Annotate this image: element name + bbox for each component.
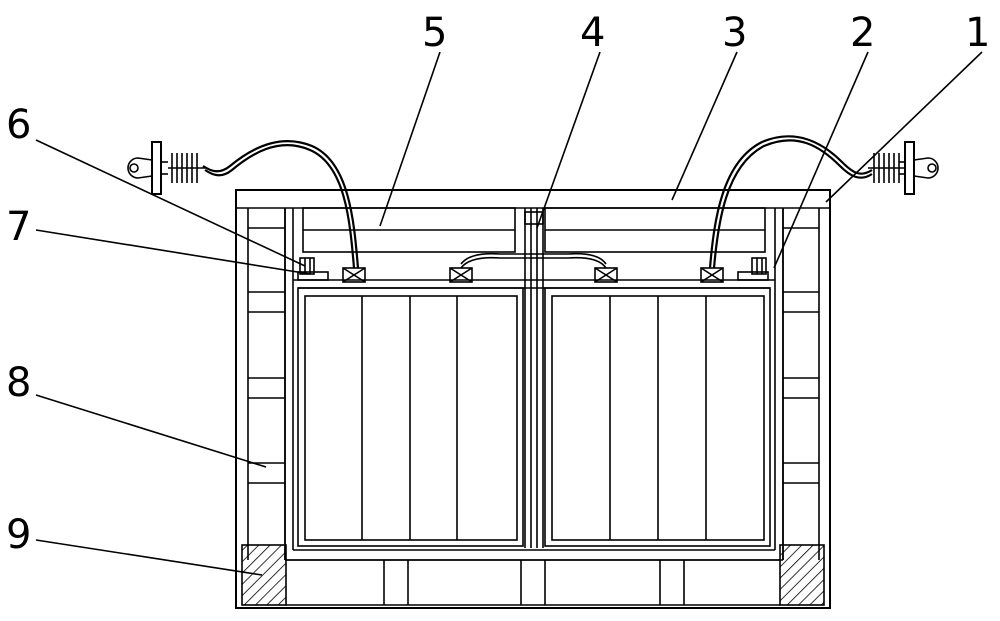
label-7: 7 bbox=[6, 204, 31, 250]
label-4: 4 bbox=[580, 10, 605, 56]
left-clamp bbox=[297, 257, 329, 281]
label-6: 6 bbox=[6, 102, 31, 148]
label-9: 9 bbox=[6, 512, 31, 558]
left-spring bbox=[168, 153, 205, 183]
top-compartments bbox=[302, 207, 766, 253]
label-8: 8 bbox=[6, 360, 31, 406]
inner-frame bbox=[284, 208, 784, 561]
label-3: 3 bbox=[722, 10, 747, 56]
left-cable bbox=[127, 140, 360, 269]
label-5: 5 bbox=[422, 10, 447, 56]
left-wall-cells bbox=[247, 208, 286, 560]
center-post bbox=[524, 208, 544, 548]
leader-lines bbox=[35, 51, 983, 576]
right-cable bbox=[708, 135, 939, 269]
right-spring bbox=[868, 153, 904, 183]
right-battery bbox=[544, 287, 771, 547]
part-labels: 1 2 3 4 5 6 7 8 9 bbox=[6, 10, 990, 558]
bottom-feet bbox=[241, 544, 825, 606]
label-2: 2 bbox=[850, 10, 875, 56]
right-wall-cells bbox=[782, 208, 820, 560]
label-1: 1 bbox=[965, 10, 990, 56]
left-battery bbox=[297, 287, 524, 547]
right-clamp bbox=[737, 257, 769, 281]
bridge-connector bbox=[460, 252, 607, 269]
terminals bbox=[342, 267, 724, 283]
